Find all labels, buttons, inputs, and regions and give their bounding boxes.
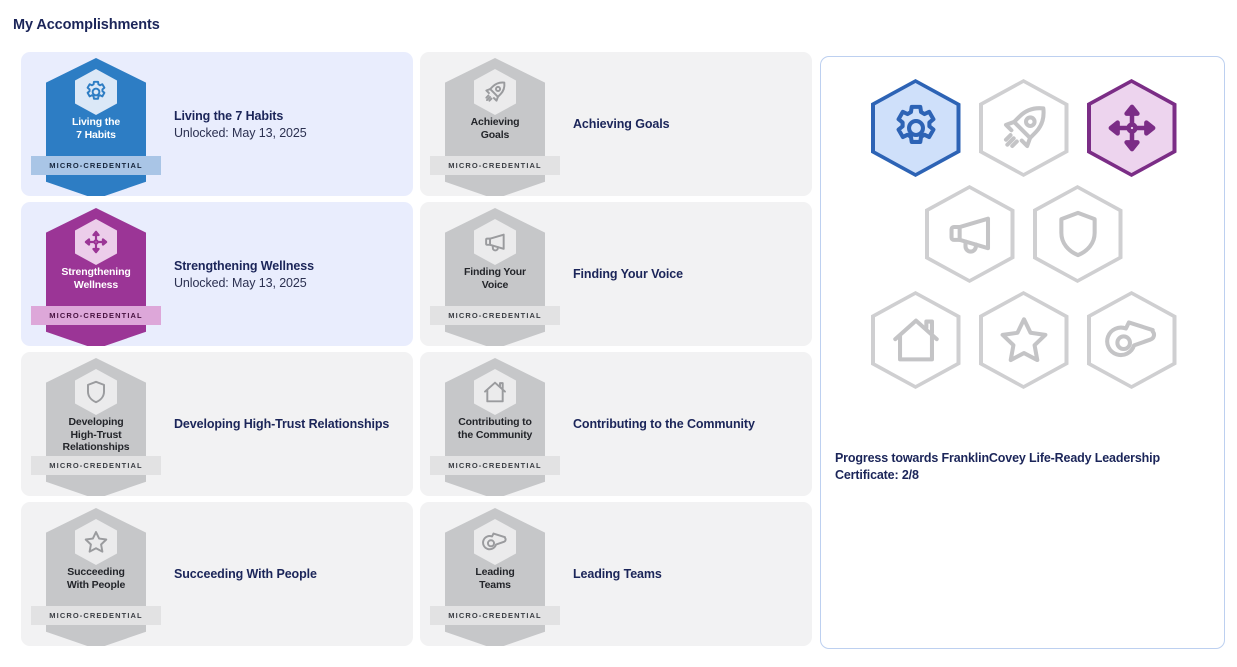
hex-badge-row: [821, 79, 1226, 177]
badge-title: Living the 7 Habits: [71, 116, 121, 141]
hex-inner-fill: [928, 189, 1011, 279]
micro-credential-band: MICRO-CREDENTIAL: [430, 456, 560, 475]
micro-credential-band: MICRO-CREDENTIAL: [430, 156, 560, 175]
badge-notch: [445, 475, 545, 496]
credential-name: Finding Your Voice: [573, 267, 684, 281]
star-icon[interactable]: [978, 291, 1069, 389]
credential-text: Developing High-Trust Relationships: [174, 352, 401, 496]
megaphone-icon[interactable]: [924, 185, 1015, 283]
hex-inner-fill: [874, 83, 957, 173]
credential-text: Leading Teams: [573, 502, 800, 646]
badge-notch: [445, 175, 545, 196]
shield-icon[interactable]: [1032, 185, 1123, 283]
credential-unlock-date: Unlocked: May 13, 2025: [174, 125, 307, 140]
credential-text: Contributing to the Community: [573, 352, 800, 496]
badge-title: Achieving Goals: [470, 116, 520, 141]
progress-panel: Progress towards FranklinCovey Life-Read…: [820, 56, 1225, 649]
badge-notch: [46, 475, 146, 496]
credential-name: Developing High-Trust Relationships: [174, 417, 390, 431]
badge-notch: [46, 175, 146, 196]
gear-icon[interactable]: [870, 79, 961, 177]
micro-credential-band: MICRO-CREDENTIAL: [31, 156, 161, 175]
credential-text: Finding Your Voice: [573, 202, 800, 346]
hex-badge-row: [821, 185, 1226, 283]
micro-credential-band: MICRO-CREDENTIAL: [430, 606, 560, 625]
micro-credential-band: MICRO-CREDENTIAL: [31, 456, 161, 475]
page-title: My Accomplishments: [13, 17, 160, 33]
four-arrows-icon[interactable]: [1086, 79, 1177, 177]
house-icon[interactable]: [870, 291, 961, 389]
credential-name: Leading Teams: [573, 567, 662, 581]
hex-inner-fill: [874, 295, 957, 385]
whistle-icon[interactable]: [1086, 291, 1177, 389]
whistle-icon: [474, 519, 516, 565]
badge-title: Contributing to the Community: [457, 416, 533, 441]
badge-notch: [46, 625, 146, 646]
rocket-icon[interactable]: [978, 79, 1069, 177]
star-icon: [75, 519, 117, 565]
badge-title: Succeeding With People: [66, 566, 126, 591]
credential-text: Succeeding With People: [174, 502, 401, 646]
credential-name: Contributing to the Community: [573, 417, 755, 431]
badge-title: Developing High-Trust Relationships: [62, 416, 130, 453]
credential-name: Living the 7 Habits: [174, 108, 284, 123]
hex-badge-grid: [821, 79, 1226, 399]
credential-unlock-date: Unlocked: May 13, 2025: [174, 275, 307, 290]
badge-title: Strengthening Wellness: [61, 266, 131, 291]
progress-summary-text: Progress towards FranklinCovey Life-Read…: [835, 451, 1160, 482]
hex-badge-row: [821, 291, 1226, 389]
badge-title: Finding Your Voice: [464, 266, 526, 291]
badge-notch: [445, 325, 545, 346]
credential-name: Achieving Goals: [573, 117, 670, 131]
credential-name: Succeeding With People: [174, 567, 317, 581]
badge-notch: [46, 325, 146, 346]
micro-credential-band: MICRO-CREDENTIAL: [430, 306, 560, 325]
credential-name: Strengthening Wellness: [174, 258, 314, 273]
credential-text: Achieving Goals: [573, 52, 800, 196]
micro-credential-band: MICRO-CREDENTIAL: [31, 606, 161, 625]
badge-title: Leading Teams: [475, 566, 515, 591]
badge-notch: [445, 625, 545, 646]
micro-credential-band: MICRO-CREDENTIAL: [31, 306, 161, 325]
